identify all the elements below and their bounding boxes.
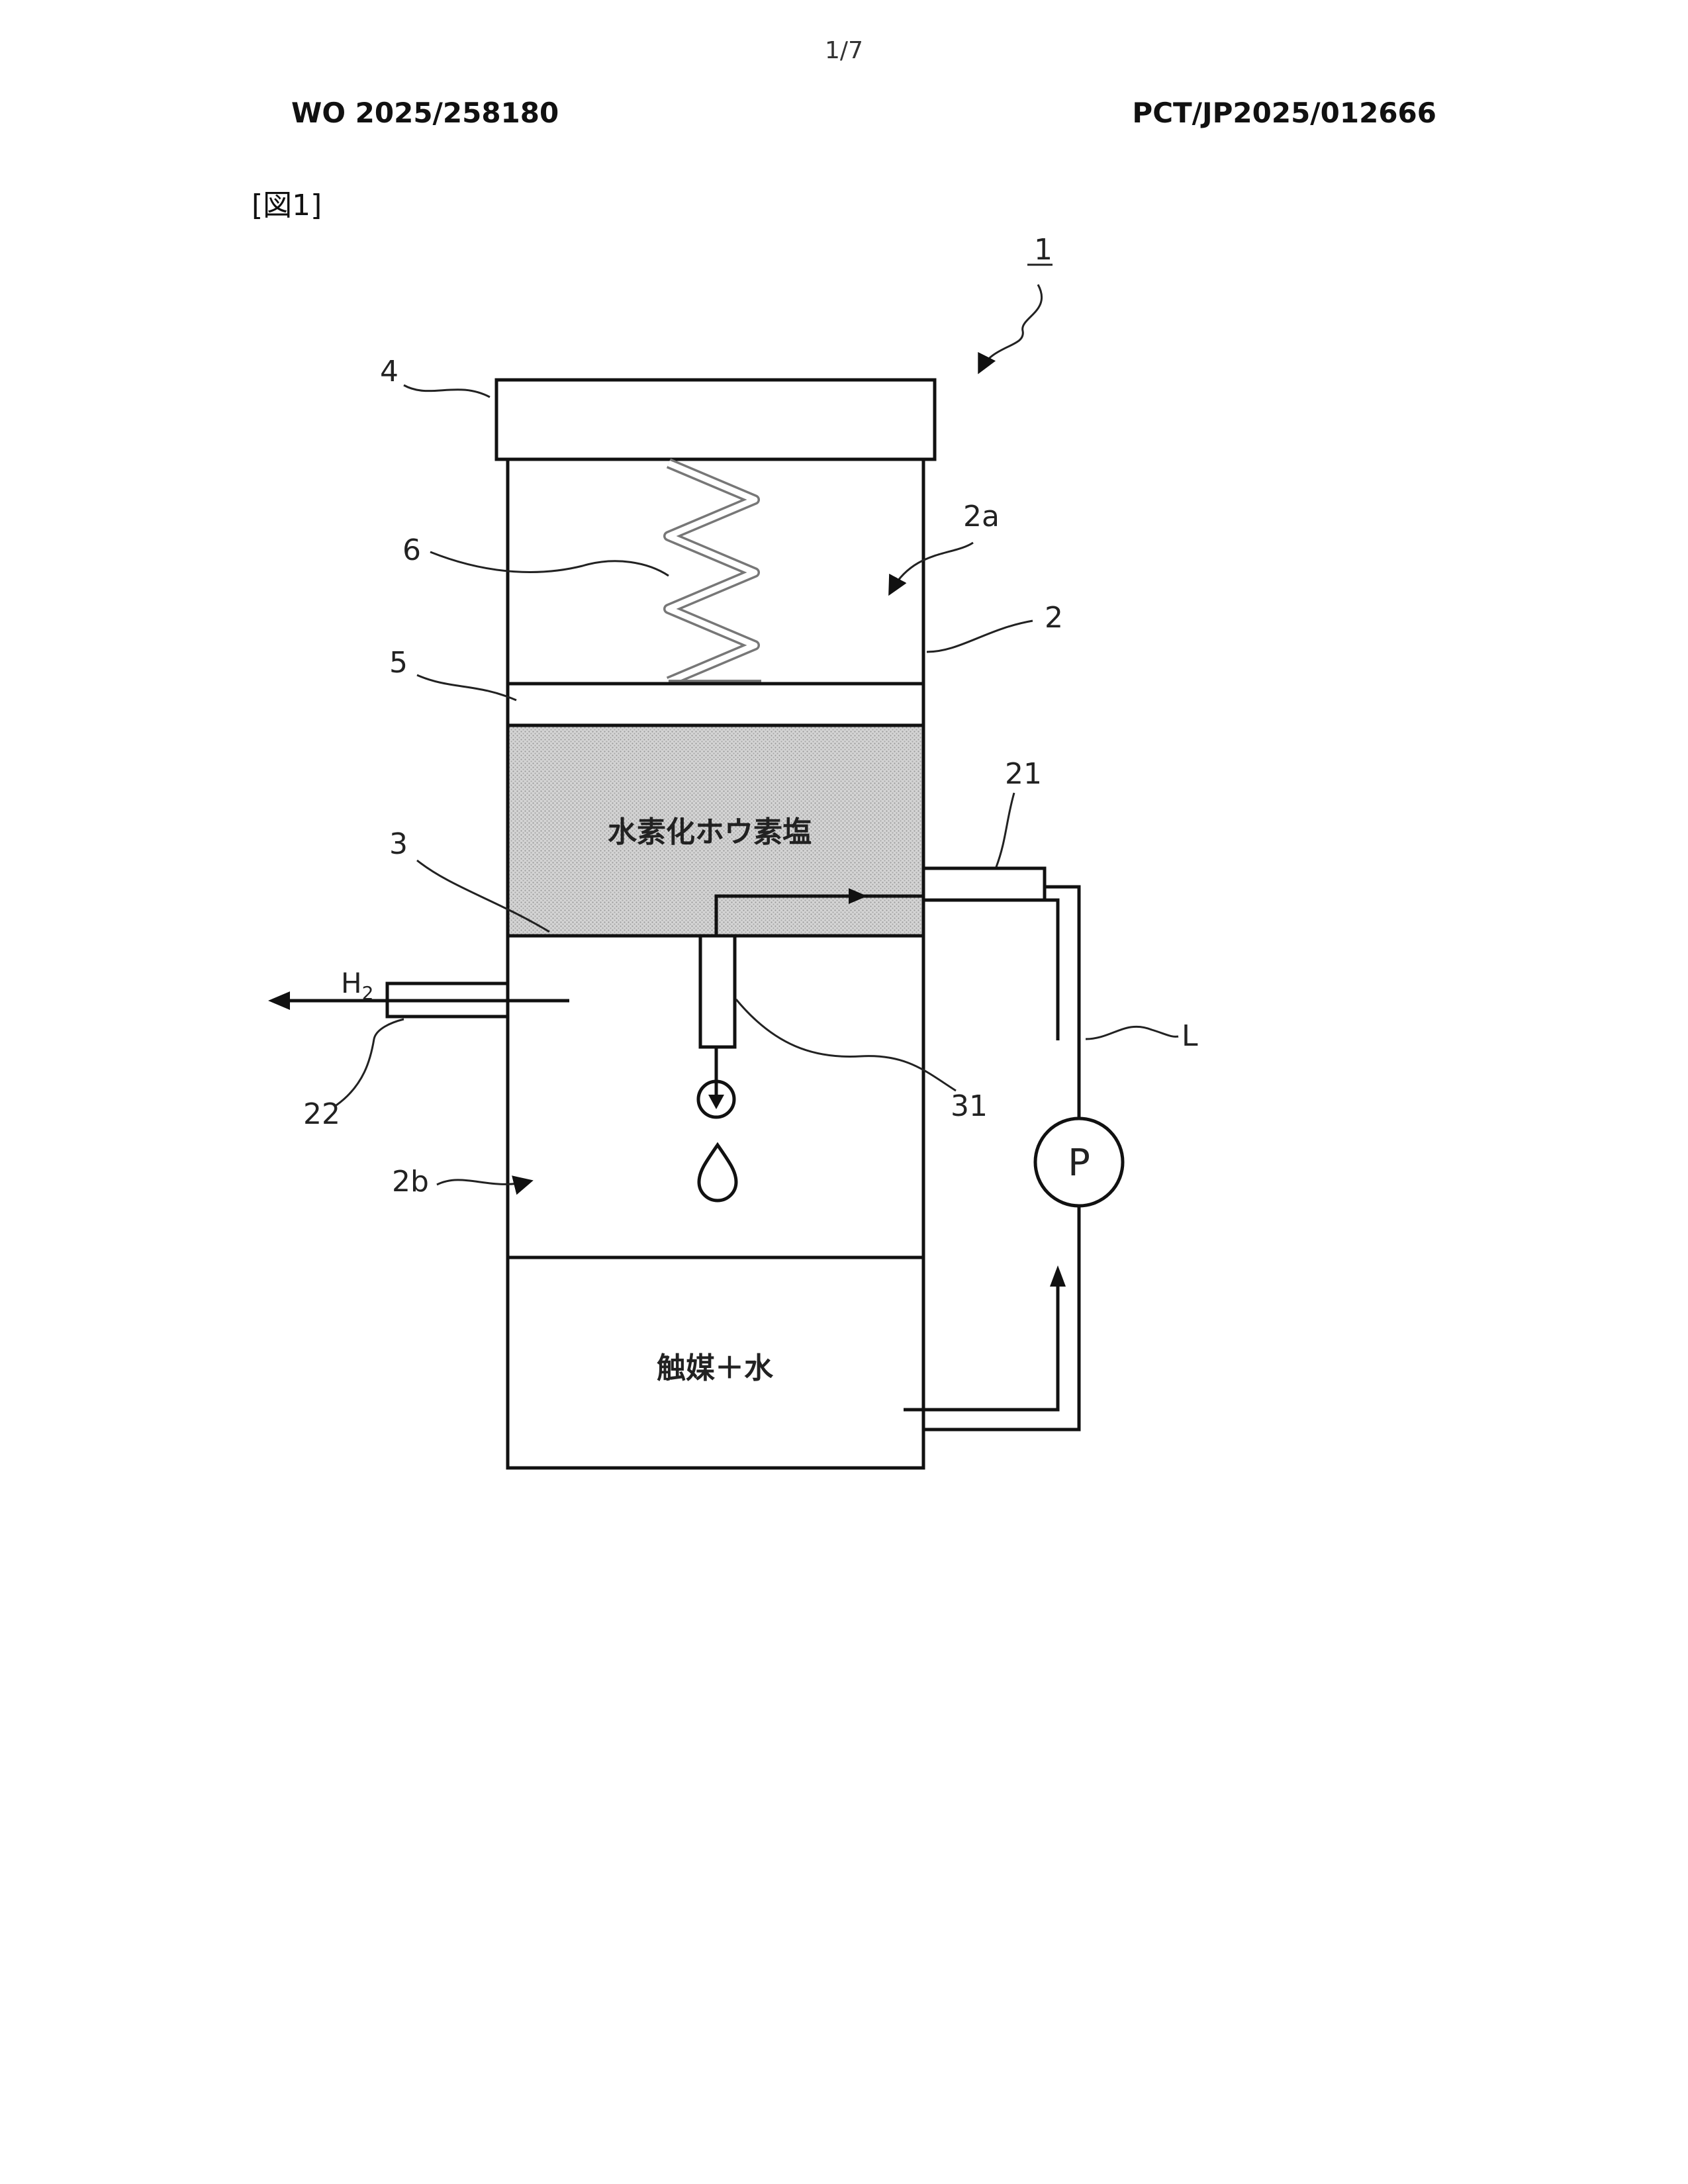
lid <box>496 380 935 459</box>
leader-line <box>1086 1026 1178 1039</box>
line-l-return <box>904 1277 1058 1410</box>
liquid-region-label: 触媒＋水 <box>657 1351 774 1385</box>
leader-device <box>980 285 1042 371</box>
label-device: 1 <box>1034 233 1053 267</box>
label-outlet-port: 22 <box>303 1097 340 1131</box>
inlet-port <box>923 868 1045 900</box>
label-upper-chamber: 2a <box>963 500 1000 533</box>
leader-inlet-port <box>996 793 1014 867</box>
hydrogen-outflow-arrow <box>268 991 290 1010</box>
label-container: 2 <box>1045 601 1063 635</box>
label-nozzle: 31 <box>951 1089 988 1123</box>
label-plate: 5 <box>389 646 408 680</box>
label-spring: 6 <box>402 533 421 567</box>
label-inlet-port: 21 <box>1005 757 1042 791</box>
line-l-return-arrow <box>1050 1265 1066 1287</box>
pump-symbol: P <box>1068 1142 1090 1185</box>
line-l-inner <box>1045 900 1058 1040</box>
leader-plate <box>417 675 516 700</box>
label-gas-output-main: H <box>341 967 362 999</box>
borohydride-layer-label: 水素化ホウ素塩 <box>608 815 812 849</box>
nozzle <box>700 936 735 1047</box>
label-gas-output: H2 <box>341 967 373 1004</box>
label-line: L <box>1182 1019 1198 1053</box>
label-lower-chamber: 2b <box>392 1165 429 1199</box>
label-solid-layer: 3 <box>389 827 408 861</box>
label-lid: 4 <box>380 355 399 388</box>
label-gas-output-sub: 2 <box>362 982 374 1004</box>
leader-outlet-port <box>336 1019 404 1105</box>
leader-container <box>927 621 1033 652</box>
leader-lid <box>404 385 490 397</box>
pressing-plate <box>508 684 923 725</box>
